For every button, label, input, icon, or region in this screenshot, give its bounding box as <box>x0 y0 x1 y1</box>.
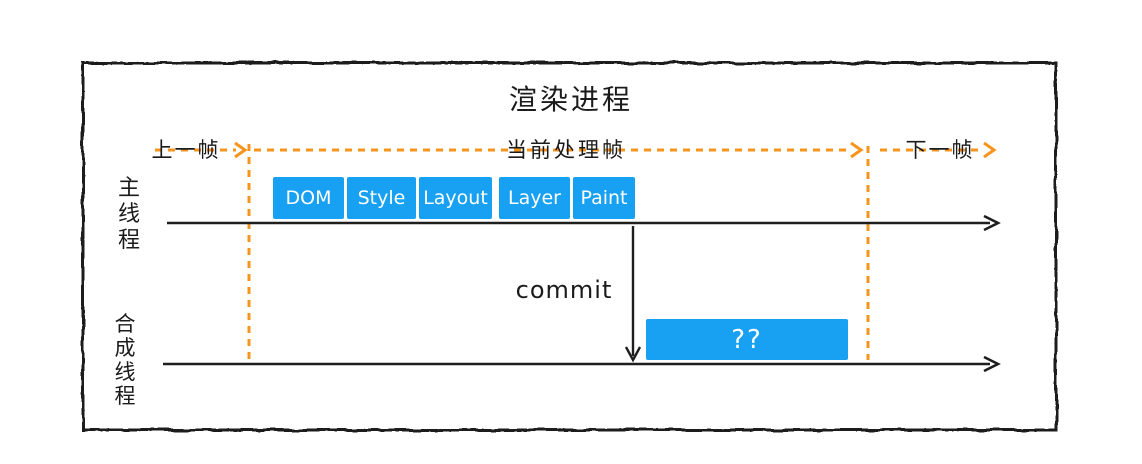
current-frame-label: 当前处理帧 <box>506 138 626 162</box>
compositor-thread-arrowhead-icon <box>983 355 1001 373</box>
previous-frame-label: 上一帧 <box>151 138 221 162</box>
stage-box-paint: Paint <box>573 177 635 219</box>
commit-arrowhead-icon <box>624 346 642 363</box>
next-frame-arrowhead-icon <box>983 141 997 159</box>
sketch-border <box>81 61 1058 432</box>
compositor-thread-label: 合成线程 <box>114 312 136 408</box>
current-frame-arrowhead-icon <box>850 141 864 159</box>
previous-frame-arrowhead-icon <box>234 141 248 159</box>
stage-box-layout: Layout <box>419 177 492 219</box>
diagram-title: 渲染进程 <box>508 83 633 116</box>
stage-box-dom: DOM <box>273 177 344 219</box>
commit-label: commit <box>515 276 613 304</box>
main-thread-label: 主线程 <box>117 176 140 253</box>
stage-box-style: Style <box>347 177 416 219</box>
main-thread-arrowhead-icon <box>983 214 1001 232</box>
next-frame-label: 下一帧 <box>905 138 975 162</box>
stage-box-layer: Layer <box>499 177 570 219</box>
compositor-task-box: ?? <box>646 319 848 360</box>
